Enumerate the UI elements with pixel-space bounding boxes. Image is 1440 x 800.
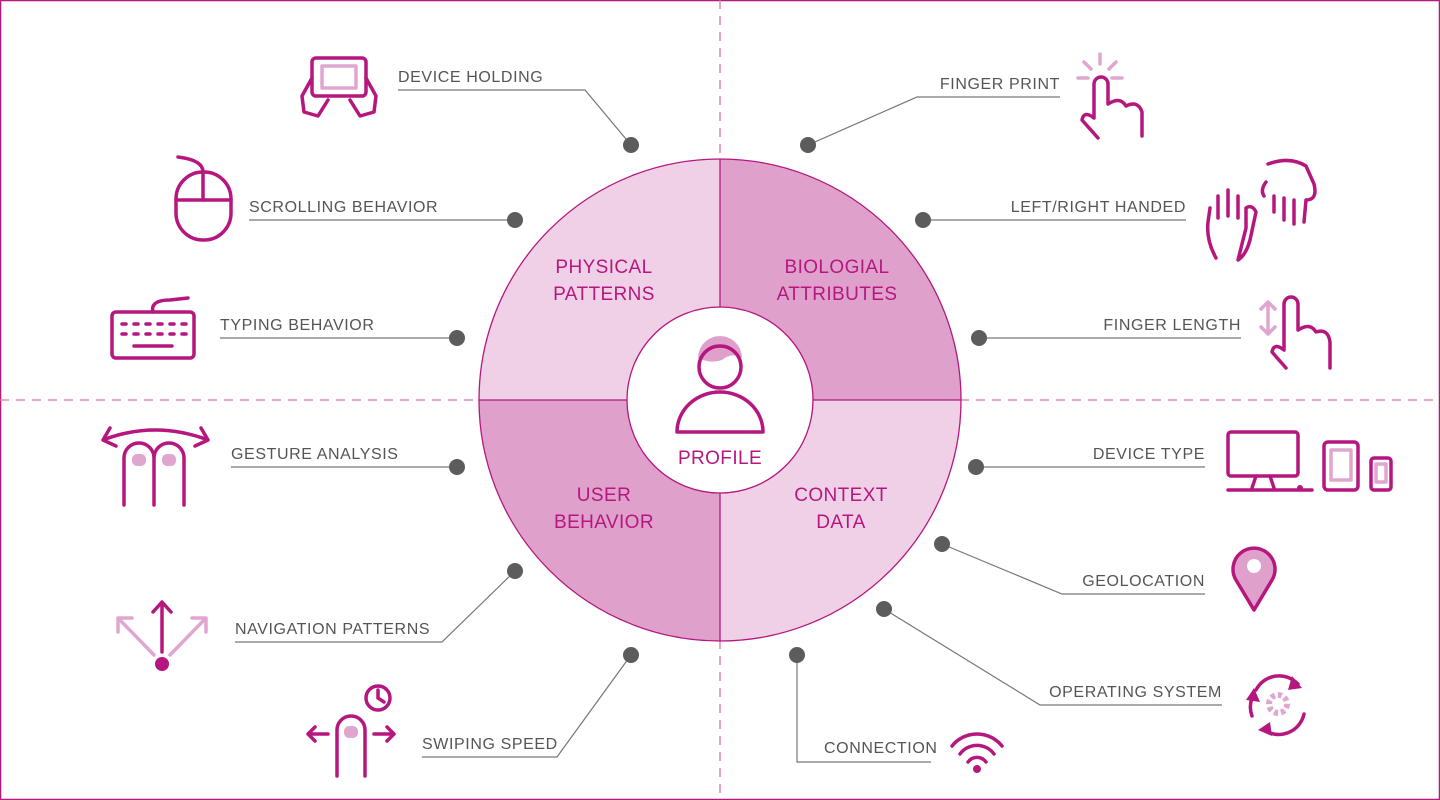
devices-icon xyxy=(1226,430,1393,492)
item-navigation-patterns: NAVIGATION PATTERNS xyxy=(116,563,523,671)
segment-label: BIOLOGIAL xyxy=(785,257,890,278)
mouse-icon xyxy=(174,155,233,242)
user-icon xyxy=(675,336,765,434)
segment-label: ATTRIBUTES xyxy=(777,284,898,305)
item-operating-system: OPERATING SYSTEM xyxy=(876,601,1306,737)
item-label: GESTURE ANALYSIS xyxy=(231,446,399,463)
map-pin-icon xyxy=(1231,546,1277,612)
item-label: CONNECTION xyxy=(824,740,938,757)
item-label: LEFT/RIGHT HANDED xyxy=(1011,199,1186,216)
segment-label: DATA xyxy=(816,512,865,533)
segment-label: CONTEXT xyxy=(794,485,888,506)
tablet-hands-icon xyxy=(300,56,378,118)
segment-label: PHYSICAL xyxy=(555,257,652,278)
item-left-right-handed: LEFT/RIGHT HANDED xyxy=(915,158,1317,262)
item-finger-print: FINGER PRINT xyxy=(800,52,1144,153)
profile-wheel: PROFILE PHYSICAL PATTERNS BIOLOGIAL ATTR… xyxy=(478,158,962,642)
finger-length-icon xyxy=(1259,295,1332,370)
two-finger-gesture-icon xyxy=(101,426,210,507)
item-geolocation: GEOLOCATION xyxy=(934,536,1277,612)
item-label: FINGER PRINT xyxy=(940,76,1060,93)
item-label: GEOLOCATION xyxy=(1082,573,1205,590)
item-label: DEVICE HOLDING xyxy=(398,69,543,86)
item-label: FINGER LENGTH xyxy=(1103,317,1241,334)
finger-tap-icon xyxy=(1076,52,1144,140)
swipe-timer-icon xyxy=(306,684,396,778)
item-scrolling-behavior: SCROLLING BEHAVIOR xyxy=(174,155,523,242)
item-typing-behavior: TYPING BEHAVIOR xyxy=(110,296,465,360)
segment-label: PATTERNS xyxy=(553,284,655,305)
hands-icon xyxy=(1205,158,1317,262)
item-label: TYPING BEHAVIOR xyxy=(220,317,375,334)
item-swiping-speed: SWIPING SPEED xyxy=(306,647,639,778)
profile-center xyxy=(626,306,814,494)
item-device-type: DEVICE TYPE xyxy=(968,430,1393,492)
wifi-icon xyxy=(950,732,1004,773)
os-gear-cycle-icon xyxy=(1246,674,1306,737)
item-label: NAVIGATION PATTERNS xyxy=(235,621,430,638)
item-gesture-analysis: GESTURE ANALYSIS xyxy=(101,426,465,507)
item-connection: CONNECTION xyxy=(789,647,1004,773)
item-device-holding: DEVICE HOLDING xyxy=(300,56,639,153)
segment-label: BEHAVIOR xyxy=(554,512,654,533)
segment-label: USER xyxy=(577,485,631,506)
item-label: SCROLLING BEHAVIOR xyxy=(249,199,438,216)
navigation-arrows-icon xyxy=(116,600,208,671)
item-label: DEVICE TYPE xyxy=(1093,446,1205,463)
item-label: OPERATING SYSTEM xyxy=(1049,684,1222,701)
keyboard-icon xyxy=(110,296,196,360)
center-label: PROFILE xyxy=(678,448,762,469)
item-label: SWIPING SPEED xyxy=(422,736,558,753)
item-finger-length: FINGER LENGTH xyxy=(971,295,1332,370)
